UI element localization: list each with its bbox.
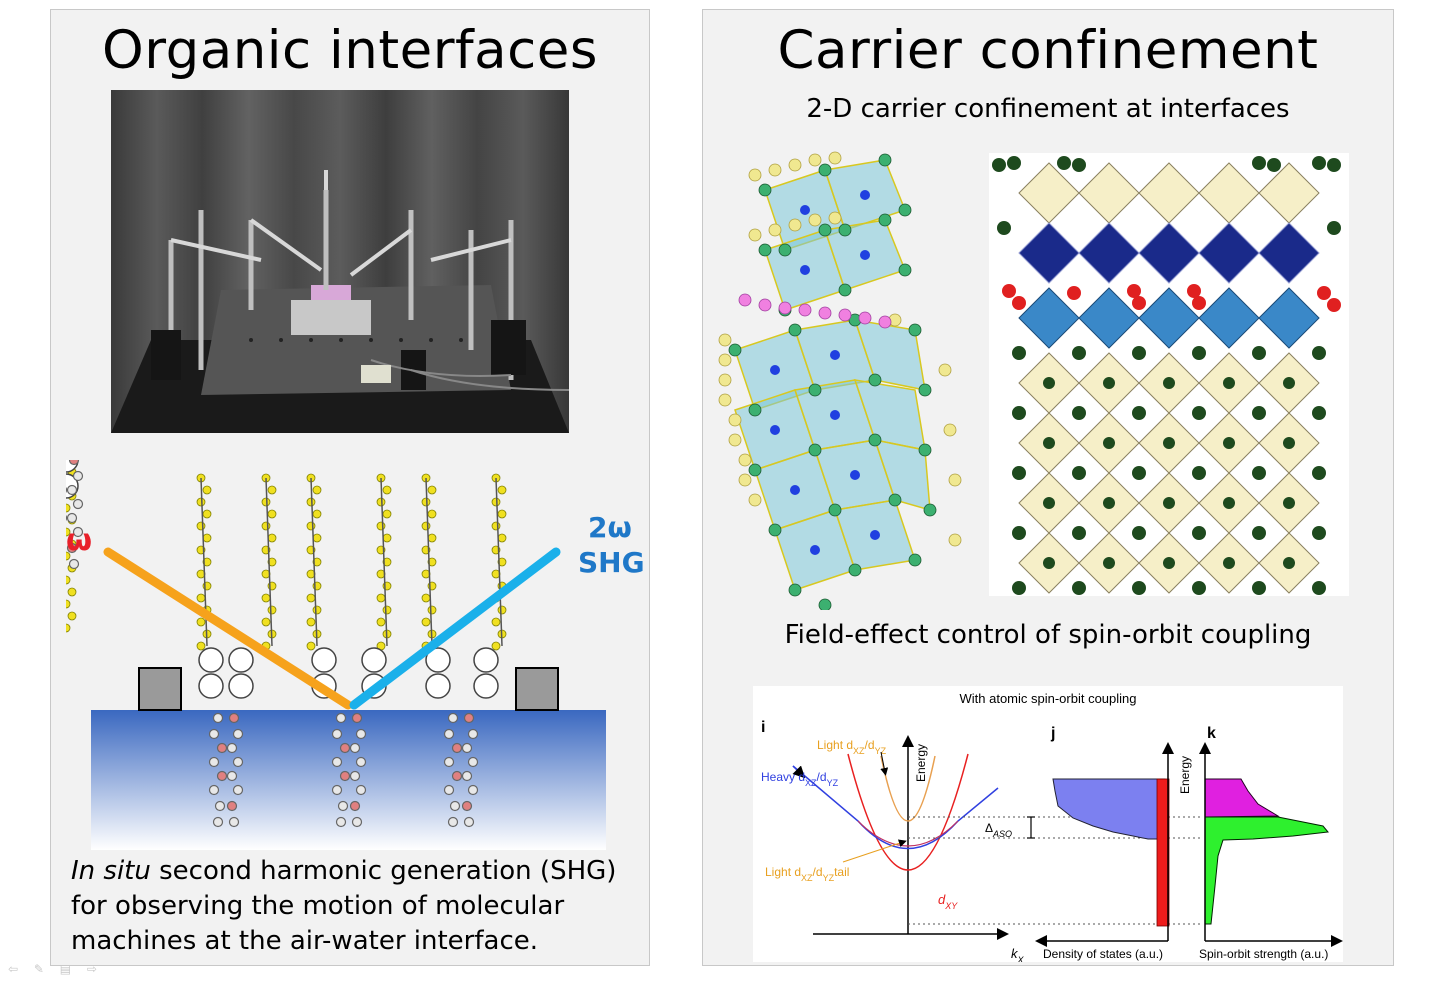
left-caption: In situ second harmonic generation (SHG)… [71, 854, 646, 959]
panel-i-label: i [761, 719, 765, 736]
alkyl-chains [66, 460, 507, 651]
perovskite-interface-structure [718, 151, 962, 610]
yellow-atoms [718, 151, 962, 547]
spin-top-fill [1204, 778, 1280, 818]
two-omega-label: 2ω [588, 511, 632, 544]
dxy-label: dXY [938, 892, 958, 911]
barrier-right [515, 667, 559, 711]
light-label: Light dXZ/dYZ [817, 738, 887, 756]
pink-atoms [738, 293, 892, 329]
kx-label: kX [1011, 946, 1025, 962]
chart-title: With atomic spin-orbit coupling [959, 691, 1136, 706]
dos-axis-label: Density of states (a.u.) [1043, 947, 1163, 961]
slide-nav-controls[interactable]: ⇦ ✎ ▤ ⇨ [8, 962, 103, 976]
panel-i-energy-label: Energy [914, 744, 928, 782]
barrier-left [138, 667, 182, 711]
panel-j-energy-label: Energy [1178, 756, 1192, 794]
caption-italic: In situ [71, 856, 151, 886]
red-atoms [1002, 284, 1341, 312]
delta-aso-label: ΔASO [985, 821, 1012, 839]
spin-axis-label: Spin-orbit strength (a.u.) [1199, 947, 1328, 961]
water-subphase [91, 710, 606, 850]
shg-schematic: ω 2ω SHG [66, 460, 645, 850]
subtitle-bottom: Field-effect control of spin-orbit coupl… [784, 620, 1312, 650]
caption-text: second harmonic generation (SHG) for obs… [71, 856, 617, 956]
right-panel: Carrier confinement 2-D carrier confinem… [702, 9, 1394, 966]
shg-beam [349, 547, 561, 710]
octahedral-superlattice-structure [989, 153, 1349, 596]
incident-beam [103, 547, 353, 710]
blue-atoms [770, 190, 880, 555]
dark-green-atoms [992, 156, 1341, 595]
submerged-molecules [66, 460, 479, 828]
tail-label: Light dXZ/dYZtail [765, 865, 849, 883]
heavy-label: Heavy dXZ/dYZ [761, 770, 839, 788]
panel-k-label: k [1207, 725, 1216, 742]
subtitle-top: 2-D carrier confinement at interfaces [806, 94, 1290, 124]
shg-label: SHG [578, 546, 645, 579]
dark-blue-octahedra [1018, 222, 1320, 284]
light-band [880, 755, 936, 822]
dxy-band [847, 753, 969, 871]
spin-orbit-chart: With atomic spin-orbit coupling i Energy… [753, 686, 1343, 962]
octahedra-upper [764, 159, 906, 311]
omega-label: ω [66, 523, 92, 558]
spin-bottom-fill [1204, 816, 1329, 925]
octahedra-lower [734, 319, 931, 591]
dos-red-bar [1156, 778, 1170, 927]
left-panel-title: Organic interfaces [102, 20, 598, 81]
heavy-band-red [857, 820, 959, 847]
panel-j-label: j [1050, 725, 1055, 742]
dos-fill [1052, 778, 1166, 840]
cream-octahedra-top [1018, 162, 1320, 224]
right-panel-title: Carrier confinement [777, 20, 1319, 81]
lab-setup-photo [111, 90, 569, 433]
left-panel: Organic interfaces [50, 9, 650, 966]
light-blue-octahedra [1018, 287, 1320, 349]
